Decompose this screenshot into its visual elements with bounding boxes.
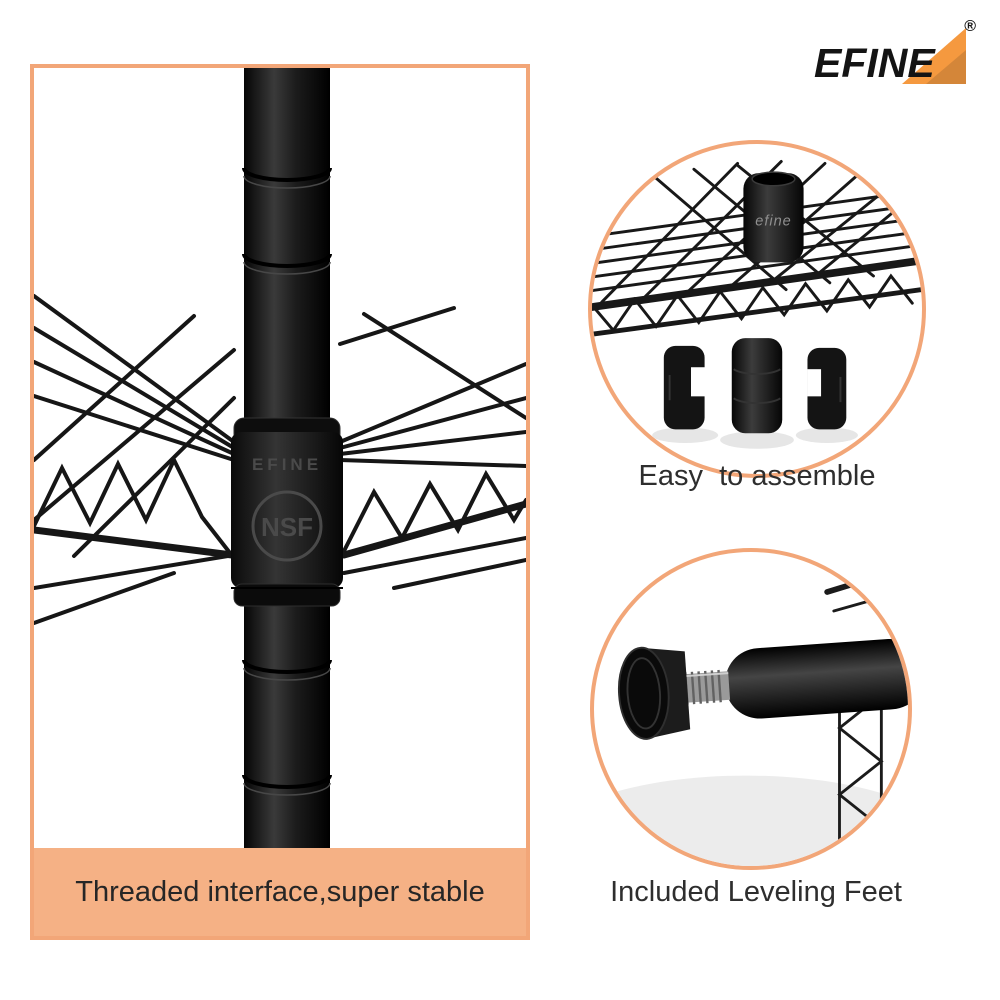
logo-text: EFINE — [814, 40, 935, 86]
wire-shelf-right — [338, 306, 526, 590]
wire-shelf-left — [34, 294, 236, 625]
assembly-parts — [652, 338, 858, 449]
collar-brand-text: EFINE — [252, 455, 322, 474]
threaded-interface-photo: EFINE NSF — [34, 68, 526, 848]
background-truss — [824, 564, 908, 866]
logo-swoosh-icon — [902, 28, 966, 84]
easy-assemble-caption: Easy to assemble — [638, 460, 876, 492]
collar-badge-text: NSF — [261, 512, 313, 542]
corner-sleeve: efine — [743, 171, 804, 263]
floor-shadow — [594, 775, 908, 866]
easy-assemble-photo: efine — [588, 140, 926, 478]
threaded-caption: Threaded interface,super stable — [34, 848, 526, 936]
leveling-feet-photo — [590, 548, 912, 870]
brand-logo: EFINE ® — [814, 18, 976, 88]
threaded-collar: EFINE NSF — [231, 417, 343, 607]
threaded-interface-panel: EFINE NSF Threaded interface,super stabl… — [30, 64, 530, 940]
leveling-foot-assembly — [617, 638, 908, 740]
leveling-foot-illustration — [594, 564, 908, 866]
registered-trademark: ® — [964, 18, 976, 35]
threaded-caption-text: Threaded interface,super stable — [75, 875, 485, 908]
leveling-feet-caption: Included Leveling Feet — [610, 876, 902, 908]
sleeve-brand-text: efine — [755, 214, 791, 230]
assemble-illustration: efine — [592, 160, 922, 449]
pole-shelf-illustration: EFINE NSF — [34, 68, 526, 848]
